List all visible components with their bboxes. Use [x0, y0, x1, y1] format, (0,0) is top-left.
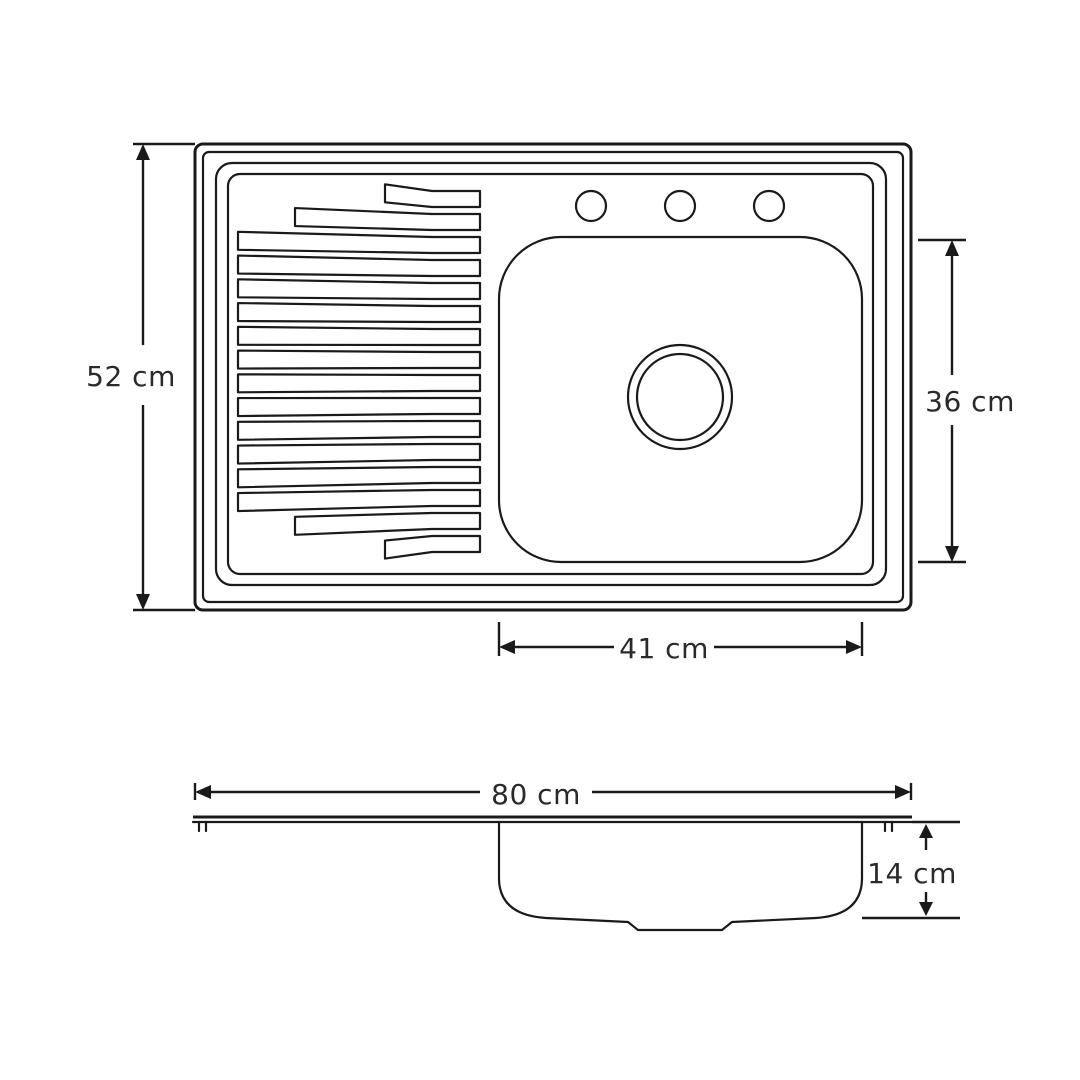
drainboard-rib	[236, 230, 482, 255]
overall-width-label: 80 cm	[491, 778, 581, 811]
drainboard-rib	[293, 206, 482, 232]
drainboard-rib	[293, 511, 482, 536]
drainboard-rib	[383, 183, 482, 209]
drainboard-rib	[236, 254, 482, 278]
drainboard-rib	[236, 419, 482, 441]
arrowhead-right	[895, 785, 911, 799]
overall-height-label: 52 cm	[86, 360, 176, 393]
faucet-hole-3	[752, 189, 786, 223]
drainboard-rib	[236, 465, 482, 489]
bowl-depth-label: 14 cm	[867, 857, 957, 890]
drainboard-rib	[236, 325, 482, 347]
drainboard-rib	[236, 396, 482, 418]
arrowhead-up	[136, 144, 150, 160]
drainboard-rib	[236, 349, 482, 370]
sink-bowl	[497, 235, 864, 564]
arrowhead-right	[846, 640, 862, 654]
drainboard-rib	[383, 534, 482, 560]
drainboard-ribs	[236, 183, 482, 560]
dimension-bowl-width: 41 cm	[497, 622, 864, 665]
drainboard-rib	[236, 488, 482, 513]
arrowhead-down	[136, 594, 150, 610]
arrowhead-left	[499, 640, 515, 654]
arrowhead-down	[945, 546, 959, 562]
sink-top-view	[193, 142, 913, 612]
dimension-overall-height: 52 cm	[86, 142, 195, 612]
faucet-hole-1	[574, 189, 608, 223]
drainboard-rib	[236, 442, 482, 465]
dimension-bowl-height: 36 cm	[918, 238, 1015, 564]
arrowhead-left	[195, 785, 211, 799]
sink-outer-rim	[193, 142, 913, 612]
sink-deck-outline	[214, 161, 888, 587]
drain-inner-ring	[635, 352, 725, 442]
arrowhead-down	[919, 902, 933, 916]
dimension-bowl-depth: 14 cm	[862, 820, 960, 920]
drainboard-rib	[236, 373, 482, 394]
arrowhead-up	[945, 240, 959, 256]
bowl-width-label: 41 cm	[619, 632, 709, 665]
dimension-overall-width: 80 cm	[193, 778, 913, 811]
drainboard-rib	[236, 301, 482, 324]
bowl-height-label: 36 cm	[925, 385, 1015, 418]
drainboard-rib	[236, 278, 482, 301]
faucet-hole-2	[663, 189, 697, 223]
bowl-profile	[497, 820, 864, 932]
sink-rim-inner-edge	[201, 150, 905, 604]
sink-side-view	[191, 815, 914, 932]
drain-outer-ring	[626, 343, 734, 451]
arrowhead-up	[919, 824, 933, 838]
sink-deck-inner	[226, 172, 875, 576]
